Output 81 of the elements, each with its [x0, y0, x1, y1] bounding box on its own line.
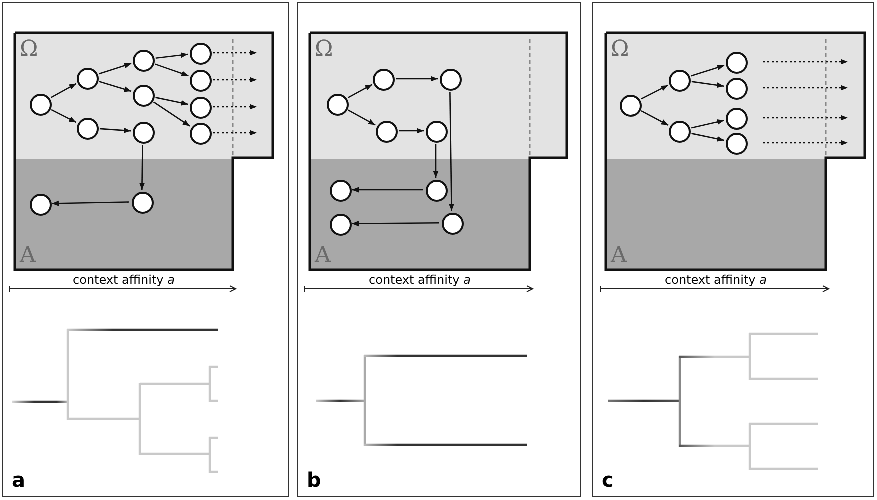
state-circle — [373, 69, 395, 91]
state-circle — [190, 123, 212, 145]
a-region — [607, 159, 827, 271]
arrow — [399, 128, 424, 134]
state-circle — [133, 85, 155, 107]
arrow — [691, 65, 725, 77]
state-circle — [77, 68, 99, 90]
state-circle — [132, 192, 154, 214]
arrow — [153, 102, 190, 127]
arrow — [155, 64, 189, 77]
state-circle — [726, 133, 748, 155]
state-circle — [77, 118, 99, 140]
omega-region — [311, 34, 568, 159]
state-circle — [669, 121, 691, 143]
a-region — [311, 159, 531, 271]
region-symbol: Ω — [315, 39, 334, 61]
arrow — [396, 76, 438, 82]
arrow — [213, 130, 257, 136]
arrow — [213, 50, 257, 56]
panel-letter: a — [12, 470, 26, 490]
arrow — [448, 92, 455, 211]
panel-letter: c — [602, 470, 614, 490]
axis-label: context affinity a — [73, 274, 175, 286]
arrow — [156, 97, 188, 106]
state-circle — [426, 180, 448, 202]
region-symbol: A — [20, 245, 36, 267]
arrow — [352, 221, 439, 227]
arrow — [99, 63, 132, 75]
arrow — [139, 145, 146, 190]
arrow — [352, 187, 423, 193]
arrow — [99, 81, 132, 92]
arrow — [156, 52, 188, 60]
state-circle — [726, 52, 748, 74]
state-circle — [442, 213, 464, 235]
arrow — [692, 81, 724, 88]
arrow — [763, 140, 848, 146]
panel-frame — [592, 2, 874, 497]
omega-region — [607, 34, 866, 159]
state-circle — [30, 94, 52, 116]
arrow — [348, 84, 373, 98]
state-circle — [330, 180, 352, 202]
arrow — [52, 200, 130, 206]
region-symbol: A — [315, 245, 331, 267]
arrow — [433, 144, 439, 178]
state-circle — [30, 194, 52, 216]
state-circle — [190, 97, 212, 119]
arrow — [348, 110, 376, 126]
region-symbol: Ω — [611, 39, 630, 61]
state-circle — [426, 121, 448, 143]
state-circle — [327, 94, 349, 116]
state-circle — [133, 50, 155, 72]
arrow — [213, 104, 257, 110]
arrow — [51, 83, 77, 98]
arrow — [763, 115, 848, 121]
state-circle — [726, 108, 748, 130]
arrow — [763, 85, 848, 91]
axis-label: context affinity a — [369, 274, 471, 286]
state-circle — [726, 78, 748, 100]
arrow — [51, 109, 77, 124]
arrow — [213, 77, 257, 83]
region-symbol: A — [611, 245, 627, 267]
state-circle — [376, 121, 398, 143]
state-circle — [440, 69, 462, 91]
arrow — [641, 84, 669, 100]
state-circle — [190, 43, 212, 65]
panel-frame — [297, 2, 581, 497]
arrow — [763, 59, 848, 65]
state-circle — [133, 122, 155, 144]
state-circle — [669, 70, 691, 92]
arrow — [641, 110, 669, 126]
region-symbol: Ω — [20, 39, 38, 61]
state-circle — [330, 214, 352, 236]
state-circle — [620, 95, 642, 117]
panel-letter: b — [307, 470, 322, 490]
state-circle — [190, 70, 212, 92]
panel-frame — [2, 2, 289, 497]
a-region — [16, 159, 234, 271]
arrow — [100, 128, 132, 134]
arrow — [692, 120, 724, 129]
omega-region — [16, 34, 274, 159]
arrow — [692, 133, 724, 142]
